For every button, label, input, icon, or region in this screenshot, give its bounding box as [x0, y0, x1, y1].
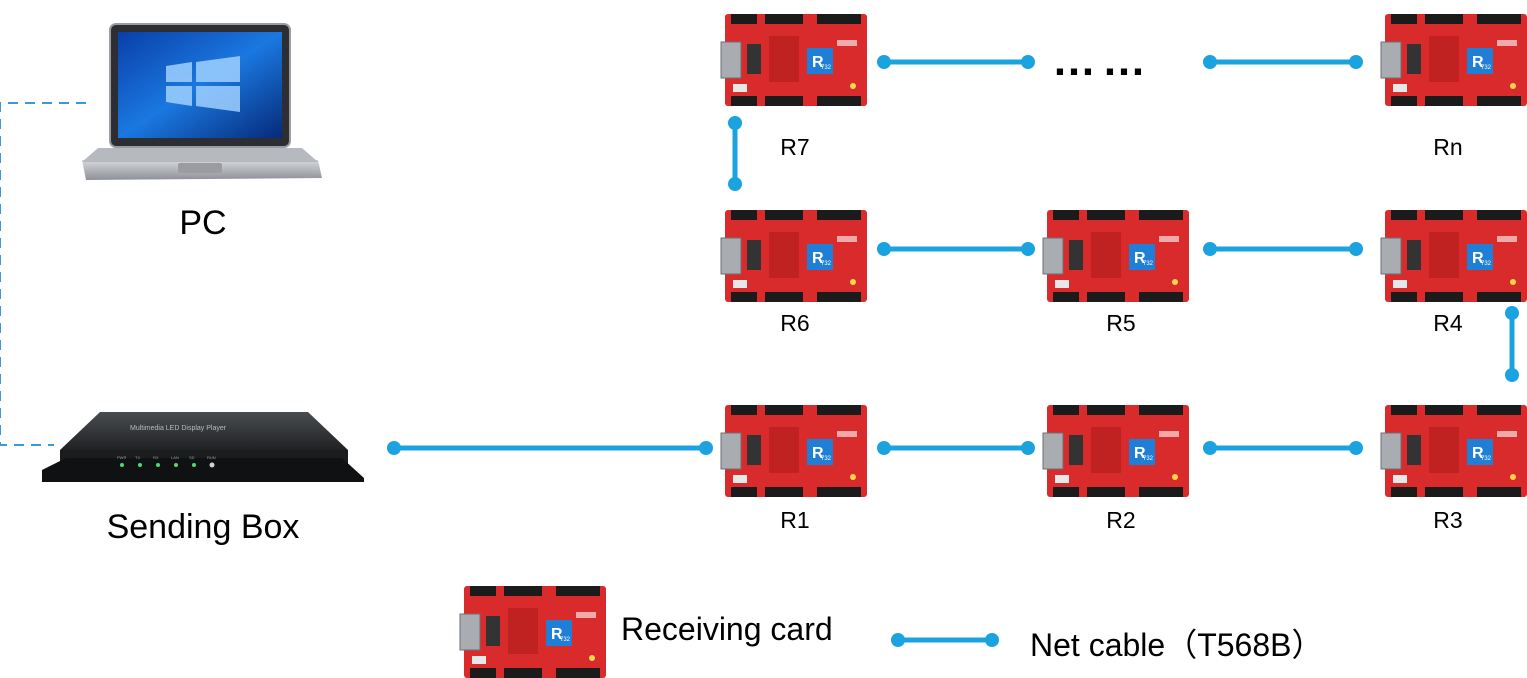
cable-box-r1: [387, 441, 713, 455]
cable-r1-r2: [877, 441, 1035, 455]
card-label-r5: R5: [1106, 310, 1136, 336]
cable-r7-dots: [877, 55, 1035, 69]
indicator-label: SD: [189, 455, 195, 460]
indicator-label: PWR: [117, 455, 126, 460]
receiving-card-r5: [1042, 209, 1190, 303]
card-label-r7: R7: [780, 134, 810, 160]
receiving-card-r3: [1380, 404, 1527, 498]
card-label-rn: Rn: [1433, 134, 1463, 160]
receiving-card-rn: [1380, 13, 1527, 107]
card-label-r1: R1: [780, 507, 810, 533]
cable-r6-r7: [728, 116, 742, 191]
indicator-label: RUN: [207, 455, 216, 460]
card-label-r3: R3: [1433, 507, 1463, 533]
cable-r3-r4: [1505, 306, 1519, 382]
indicator-label: LAN: [171, 455, 179, 460]
cable-r5-r6: [877, 242, 1035, 256]
pc-label: PC: [179, 204, 227, 242]
legend-receiving-card-label: Receiving card: [621, 611, 833, 647]
sending-box-panel-title: Multimedia LED Display Player: [130, 425, 227, 432]
indicator-label: RX: [153, 455, 159, 460]
sending-box-indicators: PWR TX RX LAN SD RUN: [117, 455, 216, 468]
cable-r4-r5: [1203, 242, 1363, 256]
receiving-card-r7: [720, 13, 868, 107]
sending-box-device-icon: Multimedia LED Display Player PWR TX RX LAN…: [42, 412, 364, 482]
sending-box-label: Sending Box: [106, 508, 300, 546]
legend-receiving-card-icon: [459, 585, 607, 678]
cable-r2-r3: [1203, 441, 1363, 455]
ellipsis-more-cards: ……: [1052, 36, 1152, 85]
cable-dots-rn: [1203, 55, 1363, 69]
pc-laptop-icon: [82, 23, 322, 180]
legend-net-cable-label: Net cable（T568B）: [1030, 627, 1324, 663]
receiving-card-r2: [1042, 404, 1190, 498]
indicator-label: TX: [135, 455, 140, 460]
legend-cable-sample: [891, 633, 999, 647]
receiving-card-r6: [720, 209, 868, 303]
card-label-r6: R6: [780, 310, 810, 336]
net-cables: [387, 55, 1519, 647]
card-label-r4: R4: [1433, 310, 1463, 336]
receiving-card-r4: [1380, 209, 1527, 303]
receiving-card-r1: [720, 404, 868, 498]
pc-box-dashed-link: [0, 102, 86, 446]
card-label-r2: R2: [1106, 507, 1136, 533]
